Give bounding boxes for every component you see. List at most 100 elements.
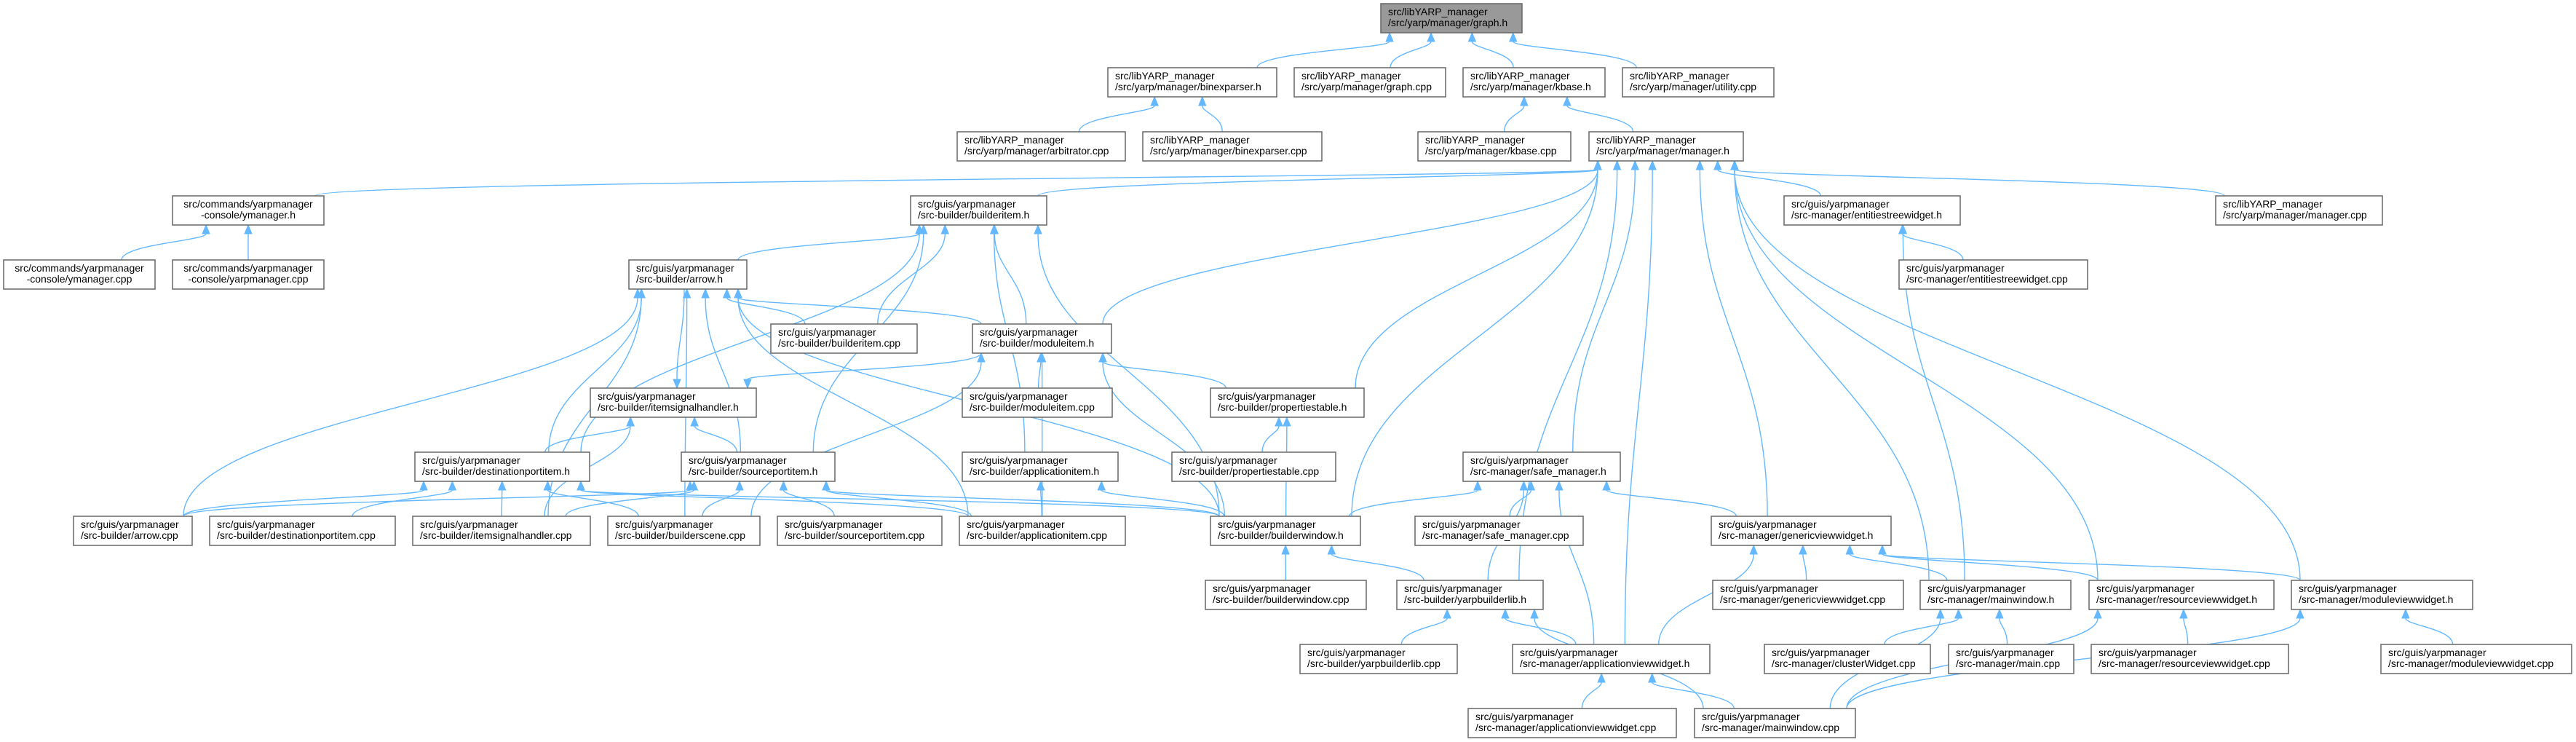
arrowhead-icon [626,416,635,427]
graph-node-resourceviewwidget-cpp[interactable]: src/guis/yarpmanager/src-manager/resourc… [2090,644,2289,674]
node-label-line1: src/libYARP_manager [1425,134,1525,146]
edge-entitiestreewidget-cpp-to-entitiestreewidget-h [1901,233,1964,261]
graph-node-utility-cpp[interactable]: src/libYARP_manager/src/yarp/manager/uti… [1622,67,1775,98]
edge-genericviewwidget-h-to-safe-manager-h [1606,489,1737,517]
graph-node-main-cpp[interactable]: src/guis/yarpmanager/src-manager/main.cp… [1948,644,2074,674]
edge-safe-manager-cpp-to-safe-manager-h [1509,489,1532,517]
graph-node-itemsignalhandler-cpp[interactable]: src/guis/yarpmanager/src-builder/itemsig… [412,516,591,546]
node-box [1299,644,1458,674]
graph-node-resourceviewwidget-h[interactable]: src/guis/yarpmanager/src-manager/resourc… [2088,580,2275,610]
graph-node-applicationitem-cpp[interactable]: src/guis/yarpmanager/src-builder/applica… [959,516,1126,546]
graph-node-entitiestreewidget-cpp[interactable]: src/guis/yarpmanager/src-manager/entitie… [1898,259,2088,290]
graph-node-arbitrator-cpp[interactable]: src/libYARP_manager/src/yarp/manager/arb… [956,131,1126,162]
edge-applicationitem-cpp-to-destinationportitem-h [580,489,969,517]
graph-node-moduleitem-h[interactable]: src/guis/yarpmanager/src-builder/modulei… [972,323,1112,354]
graph-node-moduleviewwidget-cpp[interactable]: src/guis/yarpmanager/src-manager/modulev… [2380,644,2572,674]
graph-node-itemsignalhandler-h[interactable]: src/guis/yarpmanager/src-builder/itemsig… [590,387,757,418]
node-label-line1: src/guis/yarpmanager [598,390,696,402]
arrowhead-icon [448,480,457,491]
node-box [1462,67,1606,98]
graph-node-builderitem-cpp[interactable]: src/guis/yarpmanager/src-builder/builder… [770,323,918,354]
graph-node-sourceportitem-h[interactable]: src/guis/yarpmanager/src-builder/sourcep… [681,451,836,482]
node-label-line2: /src/yarp/manager/manager.h [1596,145,1729,157]
node-box [1711,516,1892,546]
node-label-line2: /src-builder/builderwindow.h [1218,529,1344,541]
node-label-line2: /src-builder/sourceportitem.h [689,465,817,477]
node-label-line2: /src-builder/moduleitem.cpp [970,401,1095,413]
arrowhead-icon [673,379,681,390]
node-label-line1: src/guis/yarpmanager [420,518,518,530]
arrowhead-icon [822,480,831,491]
arrowhead-icon [1593,159,1602,170]
graph-node-manager-h[interactable]: src/libYARP_manager/src/yarp/manager/man… [1588,131,1744,162]
node-label-line1: src/libYARP_manager [1115,70,1215,82]
node-label-line2: /src-builder/builderwindow.cpp [1213,593,1350,605]
node-box [1783,195,1961,226]
node-label-line2: /src-builder/propertiestable.h [1218,401,1347,413]
edge-resourceviewwidget-h-to-manager-h [1734,169,2099,581]
graph-node-arrow-h[interactable]: src/guis/yarpmanager/src-builder/arrow.h [628,259,748,290]
graph-node-kbase-h[interactable]: src/libYARP_manager/src/yarp/manager/kba… [1462,67,1606,98]
node-label-line1: src/guis/yarpmanager [636,262,734,274]
arrowhead-icon [1954,608,1963,619]
graph-node-clusterWidget-cpp[interactable]: src/guis/yarpmanager/src-manager/cluster… [1764,644,1931,674]
graph-node-destinationportitem-cpp[interactable]: src/guis/yarpmanager/src-builder/destina… [209,516,396,546]
node-label-line2: /src-manager/entitiestreewidget.h [1791,209,1942,221]
edge-genericviewwidget-h-to-manager-h [1699,169,1768,517]
graph-node-applicationviewwidget-h[interactable]: src/guis/yarpmanager/src-manager/applica… [1512,644,1711,674]
graph-node-applicationitem-h[interactable]: src/guis/yarpmanager/src-builder/applica… [962,451,1119,482]
graph-node-genericviewwidget-cpp[interactable]: src/guis/yarpmanager/src-manager/generic… [1712,580,1904,610]
graph-node-mainwindow-h[interactable]: src/guis/yarpmanager/src-manager/mainwin… [1919,580,2072,610]
node-label-line2: /src-builder/sourceportitem.cpp [785,529,924,541]
arrowhead-icon [2296,608,2304,619]
graph-node-ymanager-cpp[interactable]: src/commands/yarpmanager-console/ymanage… [3,259,156,290]
arrowhead-icon [1275,416,1283,427]
graph-node-mainwindow-cpp[interactable]: src/guis/yarpmanager/src-manager/mainwin… [1694,708,1856,738]
graph-node-builderwindow-cpp[interactable]: src/guis/yarpmanager/src-builder/builder… [1205,580,1367,610]
node-label-line1: src/guis/yarpmanager [1772,647,1870,658]
graph-node-binexparser-cpp[interactable]: src/libYARP_manager/src/yarp/manager/bin… [1142,131,1323,162]
graph-node-destinationportitem-h[interactable]: src/guis/yarpmanager/src-builder/destina… [414,451,590,482]
node-label-line1: src/guis/yarpmanager [615,518,713,530]
node-label-line2: /src-builder/propertiestable.cpp [1179,465,1319,477]
graph-node-yarpbuilderlib-cpp[interactable]: src/guis/yarpmanager/src-builder/yarpbui… [1299,644,1458,674]
node-label-line2: -console/yarpmanager.cpp [189,273,309,285]
graph-node-yarpmanager-cpp[interactable]: src/commands/yarpmanager-console/yarpman… [172,259,325,290]
graph-node-kbase-cpp[interactable]: src/libYARP_manager/src/yarp/manager/kba… [1417,131,1572,162]
graph-node-moduleitem-cpp[interactable]: src/guis/yarpmanager/src-builder/modulei… [962,387,1113,418]
graph-node-builderitem-h[interactable]: src/guis/yarpmanager/src-builder/builder… [910,195,1047,226]
graph-node-yarpbuilderlib-h[interactable]: src/guis/yarpmanager/src-builder/yarpbui… [1396,580,1544,610]
edge-propertiestable-cpp-to-propertiestable-h [1261,425,1280,453]
graph-node-graph-cpp[interactable]: src/libYARP_manager/src/yarp/manager/gra… [1293,67,1446,98]
arrowhead-icon [743,379,752,390]
graph-node-entitiestreewidget-h[interactable]: src/guis/yarpmanager/src-manager/entitie… [1783,195,1961,226]
graph-node-binexparser-h[interactable]: src/libYARP_manager/src/yarp/manager/bin… [1107,67,1277,98]
edge-safe-manager-h-to-manager-h [1572,169,1636,453]
arrowhead-icon [2093,608,2102,619]
node-label-line2: /src-builder/itemsignalhandler.cpp [420,529,572,541]
graph-node-ymanager-h[interactable]: src/commands/yarpmanager-console/ymanage… [172,195,325,226]
node-label-line2: /src-builder/builderitem.cpp [778,337,900,349]
node-label-line2: /src/yarp/manager/binexparser.cpp [1150,145,1307,157]
graph-node-builderwindow-h[interactable]: src/guis/yarpmanager/src-builder/builder… [1210,516,1361,546]
node-label-line2: /src-builder/itemsignalhandler.h [598,401,739,413]
graph-node-genericviewwidget-h[interactable]: src/guis/yarpmanager/src-manager/generic… [1711,516,1892,546]
arrowhead-icon [1509,31,1518,42]
graph-node-propertiestable-cpp[interactable]: src/guis/yarpmanager/src-builder/propert… [1171,451,1336,482]
edge-main-cpp-to-mainwindow-h [1999,617,2008,645]
graph-node-safe-manager-h[interactable]: src/guis/yarpmanager/src-manager/safe_ma… [1462,451,1621,482]
graph-node-moduleviewwidget-h[interactable]: src/guis/yarpmanager/src-manager/modulev… [2291,580,2473,610]
graph-node-applicationviewwidget-cpp[interactable]: src/guis/yarpmanager/src-manager/applica… [1467,708,1677,738]
graph-node-builderscene-cpp[interactable]: src/guis/yarpmanager/src-builder/builder… [607,516,761,546]
graph-node-sourceportitem-cpp[interactable]: src/guis/yarpmanager/src-builder/sourcep… [777,516,943,546]
arrowhead-icon [1327,544,1336,555]
graph-node-graph-h[interactable]: src/libYARP_manager/src/yarp/manager/gra… [1380,3,1523,33]
graph-node-propertiestable-h[interactable]: src/guis/yarpmanager/src-builder/propert… [1210,387,1365,418]
graph-node-arrow-cpp[interactable]: src/guis/yarpmanager/src-builder/arrow.c… [73,516,193,546]
arrowhead-icon [1648,159,1657,170]
edge-entitiestreewidget-h-to-manager-h [1717,169,1821,197]
node-box [777,516,943,546]
node-label-line2: /src/yarp/manager/manager.cpp [2223,209,2367,221]
graph-node-manager-cpp[interactable]: src/libYARP_manager/src/yarp/manager/man… [2215,195,2383,226]
graph-node-safe-manager-cpp[interactable]: src/guis/yarpmanager/src-manager/safe_ma… [1414,516,1584,546]
